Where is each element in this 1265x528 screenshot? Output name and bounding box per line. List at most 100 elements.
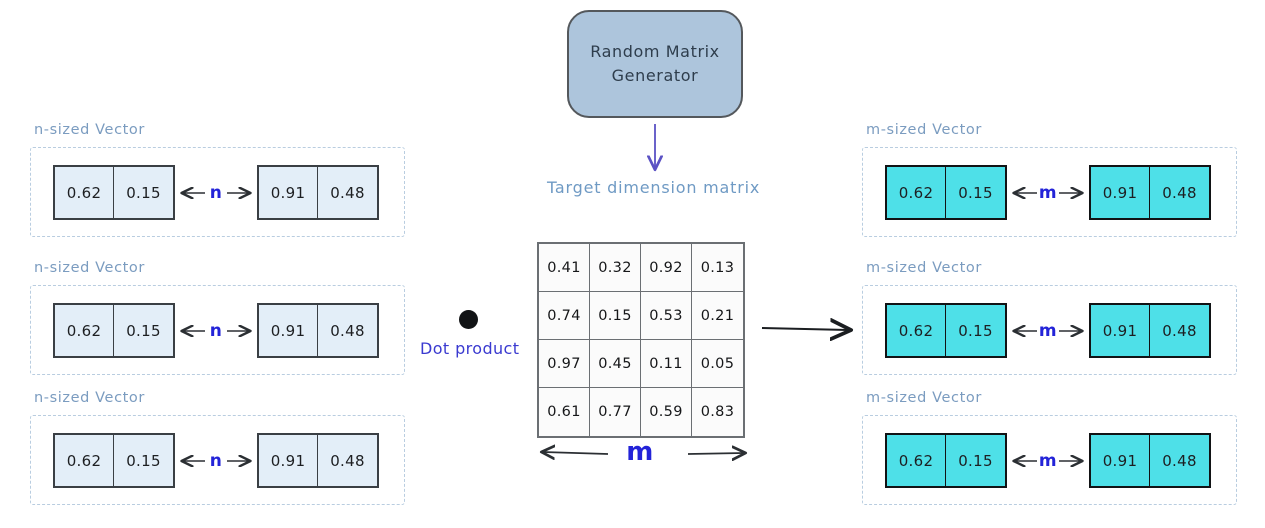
output-vector-right: 0.91 0.48 — [1089, 303, 1211, 358]
matrix-dimension-annotation: m — [530, 432, 750, 472]
matrix-cell: 0.92 — [641, 244, 692, 292]
vector-cell: 0.91 — [1091, 435, 1150, 486]
matrix-cell: 0.13 — [692, 244, 743, 292]
vector-cell: 0.62 — [55, 435, 114, 486]
vector-cell: 0.62 — [887, 305, 946, 356]
vector-cell: 0.91 — [259, 167, 318, 218]
matrix-to-output-arrow-icon — [761, 328, 848, 330]
output-group-caption: m-sized Vector — [866, 260, 982, 276]
vector-cell: 0.48 — [330, 451, 365, 470]
vector-cell: 0.62 — [55, 305, 114, 356]
output-group-caption: m-sized Vector — [866, 122, 982, 138]
vector-cell: 0.91 — [1091, 305, 1150, 356]
matrix-cell: 0.45 — [590, 340, 641, 388]
input-dimension-annotation: n — [175, 321, 257, 341]
dim-arrow-left-icon — [1009, 325, 1037, 337]
input-vector-right: 0.91 0.48 — [257, 303, 379, 358]
matrix-cell: 0.97 — [539, 340, 590, 388]
output-dimension-label: m — [1038, 450, 1058, 471]
output-vector-left: 0.62 0.15 — [885, 165, 1007, 220]
matrix-cell: 0.53 — [641, 292, 692, 340]
input-vector-right: 0.91 0.48 — [257, 165, 379, 220]
dim-arrow-right-icon — [1059, 325, 1087, 337]
input-vector-pair: 0.62 0.15 n 0.91 0.48 — [53, 303, 379, 358]
dim-arrow-right-icon — [227, 325, 255, 337]
output-dimension-annotation: m — [1007, 183, 1089, 203]
input-vector-pair: 0.62 0.15 n 0.91 0.48 — [53, 433, 379, 488]
dim-arrow-right-icon — [1059, 455, 1087, 467]
vector-cell: 0.15 — [958, 183, 993, 202]
input-vector-group: 0.62 0.15 n 0.91 0.48 — [30, 147, 405, 237]
dim-arrow-left-icon — [1009, 187, 1037, 199]
input-group-caption: n-sized Vector — [34, 260, 145, 276]
input-group-caption: n-sized Vector — [34, 122, 145, 138]
output-vector-left: 0.62 0.15 — [885, 433, 1007, 488]
vector-cell: 0.15 — [958, 321, 993, 340]
output-vector-group: 0.62 0.15 m 0.91 0.48 — [862, 147, 1237, 237]
dim-arrow-left-icon — [177, 455, 205, 467]
input-dimension-label: n — [209, 182, 223, 203]
dot-product-label: Dot product — [420, 339, 520, 358]
matrix-row: 0.41 0.32 0.92 0.13 — [539, 244, 743, 292]
input-vector-left: 0.62 0.15 — [53, 165, 175, 220]
dim-arrow-left-icon — [1009, 455, 1037, 467]
output-dimension-label: m — [1038, 182, 1058, 203]
input-vector-left: 0.62 0.15 — [53, 303, 175, 358]
vector-cell: 0.91 — [259, 305, 318, 356]
vector-cell: 0.15 — [126, 451, 161, 470]
output-group-caption: m-sized Vector — [866, 390, 982, 406]
vector-cell: 0.48 — [330, 321, 365, 340]
matrix-row: 0.61 0.77 0.59 0.83 — [539, 388, 743, 436]
vector-cell: 0.15 — [958, 451, 993, 470]
input-dimension-label: n — [209, 450, 223, 471]
matrix-cell: 0.21 — [692, 292, 743, 340]
dim-arrow-left-icon — [177, 187, 205, 199]
vector-cell: 0.91 — [259, 435, 318, 486]
dim-arrow-left-icon — [177, 325, 205, 337]
input-dimension-label: n — [209, 320, 223, 341]
matrix-cell: 0.61 — [539, 388, 590, 436]
input-vector-group: 0.62 0.15 n 0.91 0.48 — [30, 285, 405, 375]
generator-title-line-1: Random Matrix — [590, 42, 720, 61]
input-dimension-annotation: n — [175, 183, 257, 203]
dot-product-symbol-icon — [459, 310, 478, 329]
output-dimension-annotation: m — [1007, 451, 1089, 471]
matrix-cell: 0.77 — [590, 388, 641, 436]
matrix-cell: 0.83 — [692, 388, 743, 436]
matrix-cell: 0.41 — [539, 244, 590, 292]
target-matrix-caption: Target dimension matrix — [547, 178, 761, 197]
vector-cell: 0.48 — [1162, 321, 1197, 340]
output-vector-pair: 0.62 0.15 m 0.91 0.48 — [885, 433, 1211, 488]
matrix-row: 0.74 0.15 0.53 0.21 — [539, 292, 743, 340]
input-vector-pair: 0.62 0.15 n 0.91 0.48 — [53, 165, 379, 220]
vector-cell: 0.91 — [1091, 167, 1150, 218]
matrix-cell: 0.05 — [692, 340, 743, 388]
vector-cell: 0.48 — [1162, 451, 1197, 470]
random-matrix-generator-box: Random Matrix Generator — [567, 10, 743, 118]
matrix-cell: 0.74 — [539, 292, 590, 340]
output-vector-right: 0.91 0.48 — [1089, 165, 1211, 220]
matrix-dimension-label: m — [626, 437, 654, 467]
output-dimension-label: m — [1038, 320, 1058, 341]
matrix-cell: 0.59 — [641, 388, 692, 436]
output-dimension-annotation: m — [1007, 321, 1089, 341]
dim-arrow-right-icon — [227, 455, 255, 467]
output-vector-left: 0.62 0.15 — [885, 303, 1007, 358]
vector-cell: 0.48 — [1162, 183, 1197, 202]
input-vector-group: 0.62 0.15 n 0.91 0.48 — [30, 415, 405, 505]
output-vector-pair: 0.62 0.15 m 0.91 0.48 — [885, 303, 1211, 358]
generator-title-line-2: Generator — [611, 66, 699, 85]
input-vector-left: 0.62 0.15 — [53, 433, 175, 488]
vector-cell: 0.62 — [887, 435, 946, 486]
vector-cell: 0.15 — [126, 183, 161, 202]
dim-arrow-right-icon — [227, 187, 255, 199]
output-vector-group: 0.62 0.15 m 0.91 0.48 — [862, 415, 1237, 505]
output-vector-group: 0.62 0.15 m 0.91 0.48 — [862, 285, 1237, 375]
vector-cell: 0.48 — [330, 183, 365, 202]
output-vector-right: 0.91 0.48 — [1089, 433, 1211, 488]
input-group-caption: n-sized Vector — [34, 390, 145, 406]
matrix-row: 0.97 0.45 0.11 0.05 — [539, 340, 743, 388]
matrix-cell: 0.32 — [590, 244, 641, 292]
vector-cell: 0.62 — [55, 167, 114, 218]
